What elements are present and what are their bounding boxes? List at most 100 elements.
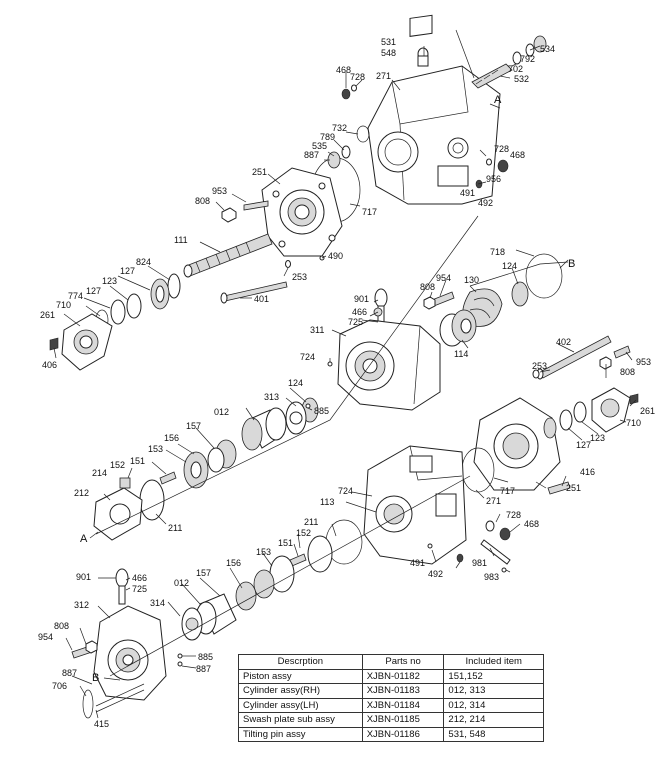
label-214: 214 (92, 468, 107, 478)
cell-parts-no: XJBN-01185 (361, 712, 445, 728)
label-156: 156 (226, 558, 241, 568)
table-row: Cylinder assy(LH) XJBN-01184 012, 314 (238, 697, 544, 713)
cell-included-item: 151,152 (443, 668, 544, 684)
label-532: 532 (514, 74, 529, 84)
label-253: 253 (292, 272, 307, 282)
label-885: 885 (314, 406, 329, 416)
label-887: 887 (196, 664, 211, 674)
label-789: 789 (320, 132, 335, 142)
label-B: B (568, 258, 575, 270)
cell-description: Tilting pin assy (238, 726, 363, 742)
table-row: Tilting pin assy XJBN-01186 531, 548 (238, 726, 544, 742)
label-717: 717 (500, 486, 515, 496)
label-887: 887 (62, 668, 77, 678)
gear-114 (439, 309, 477, 347)
parts-table: Descrption Parts no Included item Piston… (238, 654, 544, 742)
label-717: 717 (362, 207, 377, 217)
cylinder-012-middle (241, 407, 287, 451)
label-492: 492 (428, 569, 443, 579)
center-block-311 (337, 319, 441, 411)
cell-description: Swash plate sub assy (238, 712, 363, 728)
label-123: 123 (102, 276, 117, 286)
label-157: 157 (196, 568, 211, 578)
table-header-row: Descrption Parts no Included item (238, 654, 544, 670)
label-981: 981 (472, 558, 487, 568)
cell-parts-no: XJBN-01186 (361, 726, 445, 742)
o-ring-706 (82, 689, 94, 719)
label-728: 728 (350, 72, 365, 82)
drive-shaft-111 (183, 233, 273, 278)
label-808: 808 (620, 367, 635, 377)
cover-251-lower (473, 397, 561, 491)
label-490: 490 (328, 251, 343, 261)
label-466: 466 (352, 307, 367, 317)
cell-parts-no: XJBN-01184 (361, 697, 445, 713)
label-718: 718 (490, 247, 505, 257)
label-774: 774 (68, 291, 83, 301)
label-468: 468 (524, 519, 539, 529)
label-732: 732 (332, 123, 347, 133)
label-111: 111 (174, 235, 188, 245)
label-535: 535 (312, 141, 327, 151)
label-710: 710 (626, 418, 641, 428)
cell-description: Cylinder assy(RH) (238, 683, 363, 699)
cell-included-item: 012, 313 (443, 683, 544, 699)
label-312: 312 (74, 600, 89, 610)
label-983: 983 (484, 572, 499, 582)
label-B: B (92, 672, 99, 684)
lower-pump-housing (363, 445, 467, 565)
label-A: A (494, 94, 502, 106)
label-956: 956 (486, 174, 501, 184)
label-253: 253 (532, 361, 547, 371)
label-211: 211 (168, 523, 182, 533)
cell-description: Cylinder assy(LH) (238, 697, 363, 713)
label-531: 531 (381, 37, 396, 47)
table-row: Piston assy XJBN-01182 151,152 (238, 668, 544, 684)
part-labels: 531 548 534 792 702 532 468 728 271 A 73… (38, 37, 655, 729)
label-402: 402 (556, 337, 571, 347)
label-271: 271 (486, 496, 501, 506)
label-954: 954 (38, 632, 53, 642)
label-124: 124 (288, 378, 303, 388)
label-012: 012 (214, 407, 229, 417)
label-885: 885 (198, 652, 213, 662)
cover-251-upper (261, 167, 343, 257)
label-415: 415 (94, 719, 109, 729)
upper-pump-housing (367, 14, 501, 205)
label-792: 792 (520, 54, 535, 64)
end-plate-710-upper (61, 313, 113, 371)
label-151: 151 (130, 456, 145, 466)
label-113: 113 (320, 497, 334, 507)
tilting-pin-parts (417, 35, 547, 89)
label-901: 901 (76, 572, 91, 582)
label-824: 824 (136, 257, 151, 267)
label-152: 152 (296, 528, 311, 538)
header-included-item: Included item (443, 654, 544, 670)
label-127: 127 (120, 266, 135, 276)
label-706: 706 (52, 681, 67, 691)
label-702: 702 (508, 64, 523, 74)
label-406: 406 (42, 360, 57, 370)
table-row: Swash plate sub assy XJBN-01185 212, 214 (238, 712, 544, 728)
label-724: 724 (300, 352, 315, 362)
label-468: 468 (336, 65, 351, 75)
label-127: 127 (576, 440, 591, 450)
label-130: 130 (464, 275, 479, 285)
label-156: 156 (164, 433, 179, 443)
cell-description: Piston assy (238, 668, 363, 684)
label-534: 534 (540, 44, 555, 54)
label-261: 261 (40, 310, 55, 320)
leader-lines (53, 29, 637, 719)
label-153: 153 (256, 547, 271, 557)
label-401: 401 (254, 294, 269, 304)
label-A: A (80, 533, 88, 545)
label-157: 157 (186, 421, 201, 431)
label-127: 127 (86, 286, 101, 296)
label-710: 710 (56, 300, 71, 310)
label-212: 212 (74, 488, 89, 498)
cell-included-item: 012, 314 (443, 697, 544, 713)
cell-parts-no: XJBN-01183 (361, 683, 445, 699)
header-parts-no: Parts no (361, 654, 445, 670)
housing-312 (93, 605, 167, 701)
